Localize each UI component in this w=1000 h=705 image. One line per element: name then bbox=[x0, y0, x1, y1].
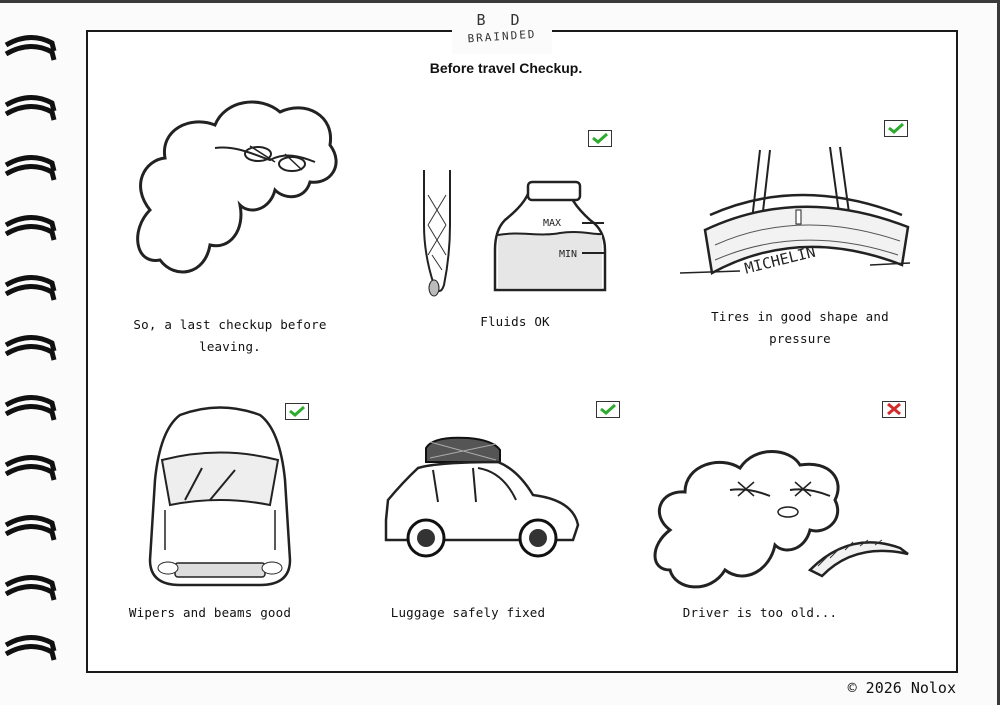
spiral-ring bbox=[4, 335, 57, 352]
spiral-ring bbox=[4, 35, 57, 52]
checkbox-fluids bbox=[588, 130, 612, 147]
spiral-binding bbox=[4, 35, 57, 661]
spiral-ring bbox=[4, 344, 57, 361]
spiral-ring bbox=[4, 455, 57, 472]
spiral-ring bbox=[4, 464, 57, 481]
spiral-ring bbox=[4, 395, 57, 412]
checkbox-wipers bbox=[285, 403, 309, 420]
checkmark-icon bbox=[600, 403, 616, 415]
checkbox-driver bbox=[882, 401, 906, 418]
spiral-ring bbox=[4, 164, 57, 181]
spiral-ring bbox=[4, 44, 57, 61]
brand-logo: B D BRAINDED bbox=[452, 6, 552, 54]
spiral-ring bbox=[4, 584, 57, 601]
checkmark-icon bbox=[592, 132, 608, 144]
spiral-ring bbox=[4, 644, 57, 661]
caption-luggage: Luggage safely fixed bbox=[390, 605, 546, 620]
caption-line-2: leaving. bbox=[199, 339, 261, 354]
page-title: Before travel Checkup. bbox=[429, 60, 583, 76]
checkmark-icon bbox=[289, 405, 305, 417]
copyright: © 2026 Nolox bbox=[847, 679, 956, 697]
caption-line-1: So, a last checkup before bbox=[133, 317, 327, 332]
min-label: MIN bbox=[559, 249, 577, 260]
caption-wipers: Wipers and beams good bbox=[128, 605, 292, 620]
sleeping-cloud-icon bbox=[653, 450, 909, 589]
spiral-ring bbox=[4, 284, 57, 301]
checkmark-icon bbox=[888, 122, 904, 134]
spiral-ring bbox=[4, 275, 57, 292]
fluid-bottle-icon: MAX MIN bbox=[423, 170, 607, 297]
car-with-luggage-icon bbox=[384, 436, 580, 558]
spiral-ring bbox=[4, 155, 57, 172]
max-label: MAX bbox=[543, 218, 561, 229]
car-front-icon bbox=[148, 406, 292, 587]
caption-tires: Tires in good shape and pressure bbox=[711, 309, 889, 346]
thinking-cloud-icon bbox=[136, 100, 338, 274]
cross-icon bbox=[887, 402, 901, 416]
caption-fluids: Fluids OK bbox=[480, 314, 550, 329]
spiral-ring bbox=[4, 575, 57, 592]
spiral-ring bbox=[4, 404, 57, 421]
spiral-ring bbox=[4, 635, 57, 652]
spiral-ring bbox=[4, 524, 57, 541]
spiral-ring bbox=[4, 95, 57, 112]
checkbox-tires bbox=[884, 120, 908, 137]
logo-initials: B D bbox=[476, 11, 528, 29]
caption-driver: Driver is too old... bbox=[682, 605, 838, 620]
tire-icon: MICHELIN bbox=[679, 146, 911, 278]
checkbox-luggage bbox=[596, 401, 620, 418]
spiral-ring bbox=[4, 224, 57, 241]
spiral-ring bbox=[4, 515, 57, 532]
spiral-ring bbox=[4, 104, 57, 121]
spiral-ring bbox=[4, 215, 57, 232]
